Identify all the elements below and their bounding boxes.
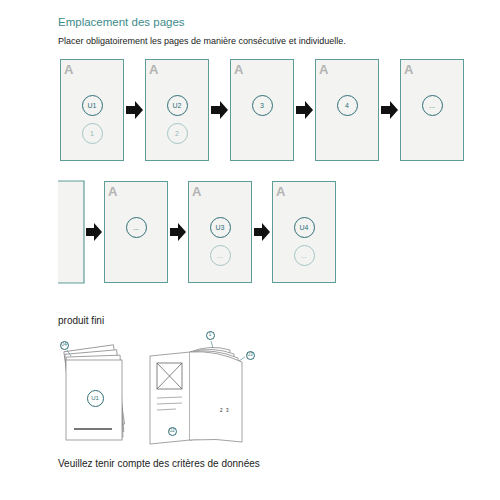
page-sheet: A U2 2 [145,59,209,161]
callout-circle: U3 [246,351,255,360]
page-number: 4 [345,102,349,109]
text-label: produit fini [58,316,104,326]
page-number-circle: ... [210,245,231,266]
page-number-circle: U1 [82,95,103,116]
page-number: ... [429,102,435,109]
page-letter: A [149,63,158,76]
page-continued [58,181,84,283]
page-sheet: A4 [315,59,379,161]
page-letter: A [276,185,285,198]
page-sheet: A U1 1 [60,59,124,161]
page-number-circle: U3 [210,217,231,238]
page-number-circle: 1 [82,123,103,144]
page-number-circle: U4 [294,217,315,238]
page-letter: A [192,185,201,198]
callout-circle: U1 [87,390,104,407]
page-sheet: A3 [230,59,294,161]
page-letter: A [64,63,73,76]
callout-number: U1 [91,395,99,401]
block-arrow [381,101,398,119]
text-label: 3 [226,409,229,414]
page-sheet: A... [104,181,168,283]
page-number-circle: 2 [167,123,188,144]
diagram-title: Emplacement des pages [58,17,185,29]
page-letter: A [108,185,117,198]
page-number: 1 [90,130,94,137]
page-letter: A [319,63,328,76]
callout-number: 1 [209,333,212,338]
page-number: ... [133,224,139,231]
page-number: U4 [300,224,309,231]
page-number-circle: 4 [337,95,358,116]
page-letter: A [234,63,243,76]
callout-number: U2 [169,429,175,434]
callout-number: U3 [247,353,253,358]
text-label: Placer obligatoirement les pages de mani… [58,37,346,46]
block-arrow [211,101,228,119]
block-arrow [126,101,143,119]
page-sheet: A... [400,59,464,161]
callout-number: U4 [61,343,67,348]
block-arrow [254,223,270,241]
page-number-circle: ... [294,245,315,266]
page-number-circle: ... [422,95,443,116]
page-number: U2 [173,102,182,109]
page-number: ... [301,252,307,259]
page-sheet: A U4... [272,181,336,283]
page-number: U3 [216,224,225,231]
page-number-circle: 3 [252,95,273,116]
block-arrow [296,101,313,119]
page-number-circle: ... [126,217,147,238]
page-number: U1 [88,102,97,109]
callout-circle: U2 [168,427,177,436]
page-number-circle: U2 [167,95,188,116]
page-sheet: A U3... [188,181,252,283]
page-number: ... [217,252,223,259]
text-label: Veuillez tenir compte des critères de do… [58,459,260,469]
block-arrow [170,223,186,241]
block-arrow [86,223,102,241]
text-label: 2 [220,409,223,414]
callout-circle: 1 [206,331,215,340]
callout-circle: U4 [60,341,69,350]
page-letter: A [404,63,413,76]
page-number: 3 [260,102,264,109]
page-number: 2 [175,130,179,137]
